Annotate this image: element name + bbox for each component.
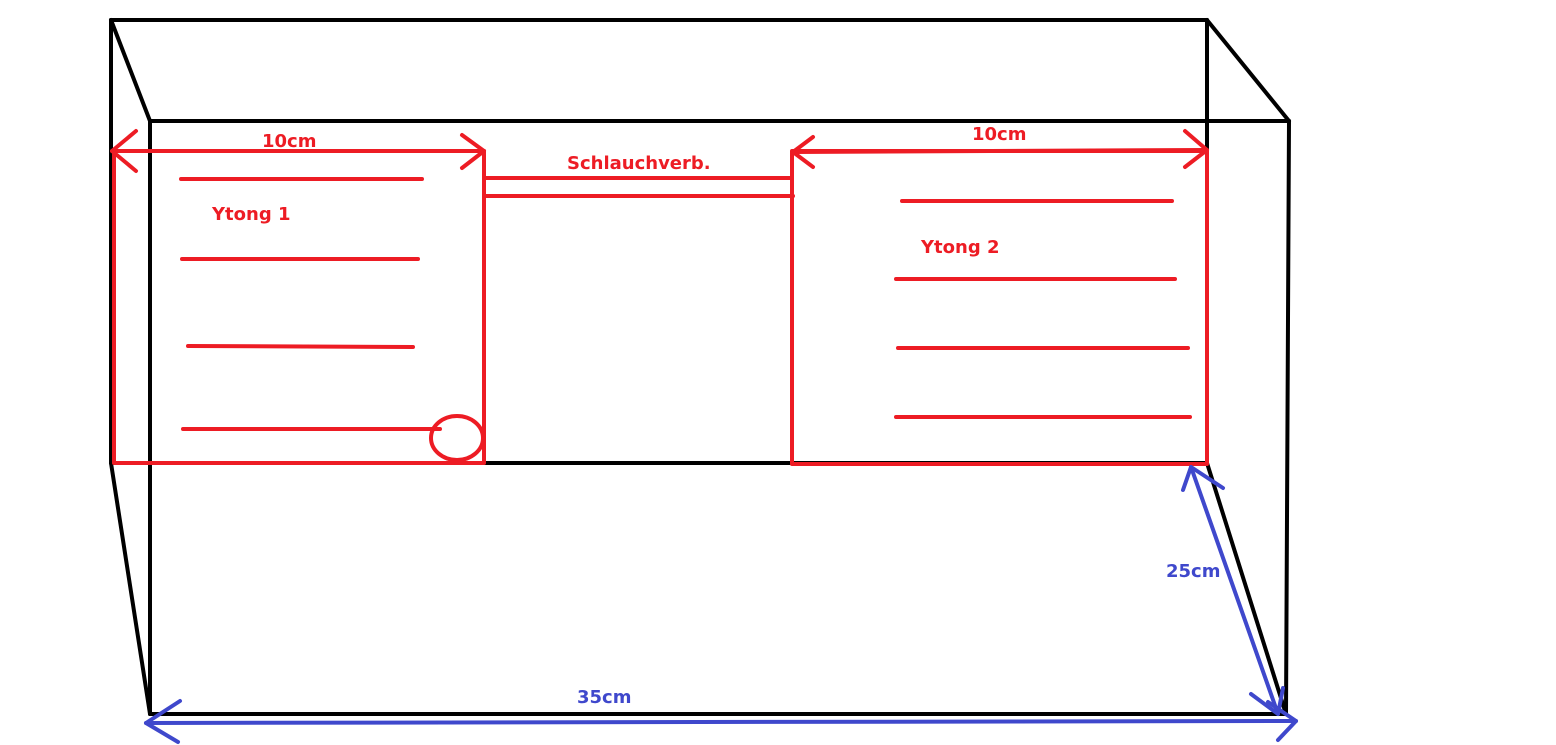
depth-label: 25cm	[1166, 561, 1220, 582]
depth-line	[1189, 465, 1280, 716]
ytong2-width-label: 10cm	[972, 124, 1026, 145]
length-arrowhead-left	[144, 699, 182, 744]
ytong1-outlet-hole	[429, 414, 485, 462]
ytong2-width-arrowhead-right	[1183, 129, 1209, 169]
ytong2-width-dimension: 10cm	[791, 124, 1209, 169]
box-front-right-edge	[1284, 119, 1291, 716]
depth-arrowhead-top	[1181, 465, 1225, 492]
ytong2-label: Ytong 2	[920, 237, 1000, 258]
tube-connection: Schlauchverb.	[484, 153, 795, 198]
ytong1-width-arrowhead-left	[110, 129, 138, 173]
ytong1-groove-3	[186, 344, 415, 349]
tube-connection-label: Schlauchverb.	[567, 153, 711, 174]
ytong1-width-dimension: 10cm	[110, 129, 486, 173]
box-depth-top-right	[1205, 18, 1291, 123]
box-outline	[109, 18, 1291, 716]
length-label: 35cm	[577, 687, 631, 708]
ytong1-outline	[112, 149, 486, 465]
ytong1-label: Ytong 1	[211, 204, 291, 225]
depth-dimension: 25cm	[1166, 465, 1285, 716]
box-depth-bottom-left	[109, 461, 152, 716]
box-depth-top-left	[109, 18, 152, 123]
ytong1-block: Ytong 1	[112, 149, 486, 465]
length-dimension: 35cm	[144, 687, 1298, 744]
ytong2-width-arrowhead-left	[791, 135, 815, 169]
ytong1-width-arrowhead-right	[460, 133, 486, 170]
box-depth-bottom-right	[1205, 461, 1288, 716]
length-line	[144, 719, 1298, 725]
depth-arrowhead-bottom	[1249, 686, 1285, 716]
length-arrowhead-right	[1266, 700, 1298, 742]
ytong2-width-line	[791, 148, 1209, 154]
ytong1-width-label: 10cm	[262, 131, 316, 152]
ytong2-block: Ytong 2	[790, 149, 1209, 466]
